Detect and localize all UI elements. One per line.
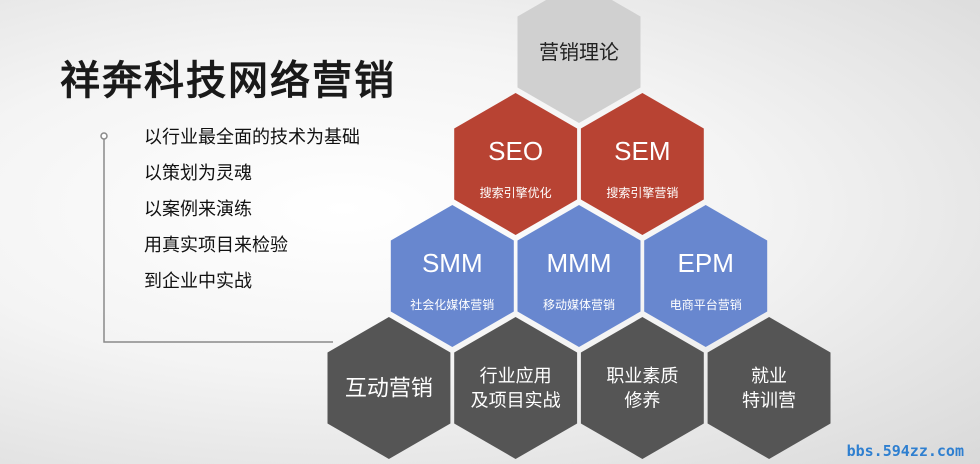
hex-epm: EPM 电商平台营销 <box>644 205 768 347</box>
hexagon-shape <box>454 93 578 235</box>
hexagon-shape <box>644 205 768 347</box>
bullet-item: 以案例来演练 <box>144 199 252 220</box>
hexagon-label-line: 就业 <box>751 366 787 387</box>
hexagon-title: SEM <box>614 136 670 166</box>
hexagon-shape <box>580 317 704 459</box>
hexagon-shape <box>580 93 704 235</box>
hexagon-shape <box>517 0 641 123</box>
hexagon-shape <box>517 205 641 347</box>
hexagon-shape <box>327 317 451 459</box>
hex-smm: SMM 社会化媒体营销 <box>390 205 514 347</box>
connector-line <box>103 136 333 343</box>
hexagon-title: SEO <box>488 136 543 166</box>
hexagon-label-line: 互动营销 <box>345 377 433 402</box>
hex-interactive-marketing: 互动营销 <box>327 317 451 459</box>
bullet-list: 以行业最全面的技术为基础 以策划为灵魂 以案例来演练 用真实项目来检验 到企业中… <box>144 124 360 304</box>
hex-seo: SEO 搜索引擎优化 <box>454 93 578 235</box>
hex-marketing-theory: 营销理论 <box>517 0 641 123</box>
bullet-item: 到企业中实战 <box>144 271 252 292</box>
hexagon-subtitle: 搜索引擎营销 <box>606 185 678 200</box>
hexagon-subtitle: 电商平台营销 <box>670 297 742 312</box>
connector-dot <box>100 132 108 140</box>
hexagon-shape <box>454 317 578 459</box>
hexagon-label-line: 营销理论 <box>539 40 619 64</box>
hexagon-group: 营销理论 SEO 搜索引擎优化 SEM 搜索引擎营销 SMM 社会化媒体营销 MMM 移动媒体营… <box>327 0 831 459</box>
hex-sem: SEM 搜索引擎营销 <box>580 93 704 235</box>
bracket-connector <box>100 132 333 343</box>
bullet-item: 以策划为灵魂 <box>144 163 252 184</box>
hexagon-label-line: 行业应用 <box>480 366 552 387</box>
hexagon-shape <box>390 205 514 347</box>
hexagon-title: EPM <box>678 248 734 278</box>
hexagon-title: SMM <box>422 248 483 278</box>
bullet-item: 用真实项目来检验 <box>144 235 288 256</box>
watermark: bbs.594zz.com <box>846 442 964 460</box>
hexagon-label-line: 修养 <box>624 390 660 411</box>
bullet-item: 以行业最全面的技术为基础 <box>144 127 360 148</box>
hexagon-subtitle: 搜索引擎优化 <box>480 185 552 200</box>
hexagon-label-line: 及项目实战 <box>471 390 561 411</box>
hexagon-subtitle: 社会化媒体营销 <box>410 297 494 312</box>
hexagon-title: MMM <box>547 248 612 278</box>
hexagon-subtitle: 移动媒体营销 <box>543 298 615 312</box>
hex-mmm: MMM 移动媒体营销 <box>517 205 641 347</box>
hexagon-shape <box>707 317 831 459</box>
page-title: 祥奔科技网络营销 <box>60 58 396 104</box>
hexagon-label-line: 特训营 <box>742 390 796 411</box>
hexagon-label-line: 职业素质 <box>606 366 678 387</box>
